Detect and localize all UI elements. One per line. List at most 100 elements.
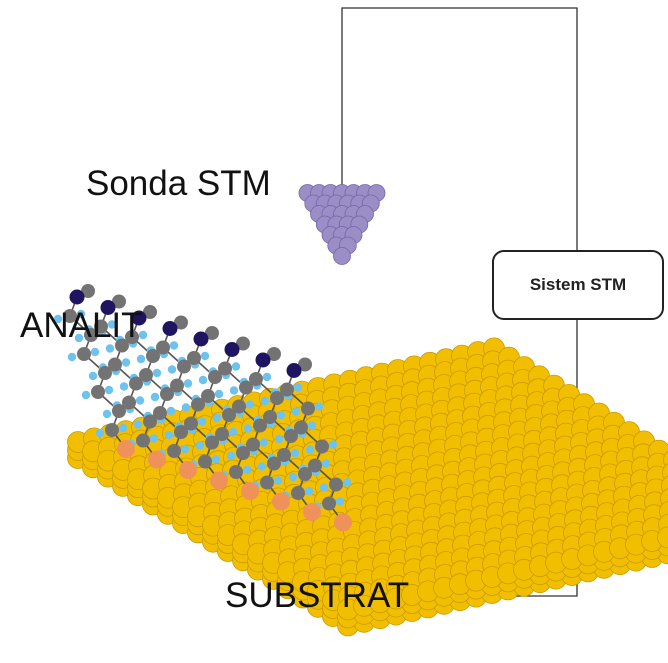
carbon-atom — [139, 368, 153, 382]
hydrogen-atom — [149, 434, 159, 443]
carbon-atom — [167, 444, 181, 458]
gold-atom — [657, 526, 668, 549]
hydrogen-atom — [243, 424, 253, 433]
stm-system-label: Sistem STM — [529, 275, 627, 294]
carbon-atom — [122, 395, 136, 410]
carbon-atom — [81, 284, 95, 298]
hydrogen-atom — [212, 413, 222, 423]
anchor-atom — [334, 513, 352, 532]
carbon-atom — [236, 446, 250, 460]
carbon-atom — [267, 347, 281, 361]
carbon-atom — [184, 416, 198, 431]
nitrogen-atom — [69, 289, 85, 305]
hydrogen-atom — [183, 379, 193, 388]
hydrogen-atom — [121, 358, 131, 367]
stm-probe-tip — [298, 184, 386, 265]
hydrogen-atom — [105, 344, 115, 353]
carbon-atom — [198, 454, 212, 469]
carbon-atom — [115, 338, 129, 353]
hydrogen-atom — [180, 444, 190, 454]
carbon-atom — [284, 429, 298, 443]
hydrogen-atom — [314, 402, 324, 411]
stm-system-box: Sistem STM — [492, 250, 664, 320]
hydrogen-atom — [81, 390, 91, 400]
carbon-atom — [315, 439, 329, 454]
hydrogen-atom — [226, 451, 236, 461]
anchor-atom — [241, 482, 259, 500]
carbon-atom — [280, 382, 294, 397]
carbon-atom — [322, 496, 336, 511]
hydrogen-atom — [291, 407, 301, 416]
carbon-atom — [246, 437, 260, 452]
hydrogen-atom — [273, 476, 283, 485]
hydrogen-atom — [74, 333, 84, 343]
carbon-atom — [218, 361, 232, 376]
nitrogen-atom — [255, 352, 271, 368]
hydrogen-atom — [197, 417, 207, 426]
hydrogen-atom — [229, 386, 239, 395]
nitrogen-atom — [162, 321, 178, 336]
hydrogen-atom — [342, 478, 352, 487]
carbon-atom — [108, 357, 122, 372]
carbon-atom — [98, 366, 112, 380]
hydrogen-atom — [290, 448, 300, 458]
hydrogen-atom — [274, 434, 284, 444]
hydrogen-atom — [102, 409, 112, 419]
carbon-atom — [170, 378, 184, 393]
carbon-atom — [105, 423, 119, 437]
hydrogen-atom — [242, 465, 252, 475]
carbon-atom — [146, 349, 160, 363]
anchor-atom — [272, 492, 290, 511]
carbon-atom — [143, 305, 157, 319]
anchor-atom — [210, 471, 228, 490]
analyte-label: ANALIT — [20, 306, 143, 345]
hydrogen-atom — [152, 368, 162, 378]
carbon-atom — [208, 370, 222, 384]
carbon-atom — [308, 458, 322, 473]
hydrogen-atom — [228, 427, 238, 437]
carbon-atom — [277, 448, 291, 462]
carbon-atom — [143, 414, 157, 429]
hydrogen-atom — [260, 396, 270, 406]
carbon-atom — [191, 397, 205, 412]
hydrogen-atom — [88, 371, 98, 381]
hydrogen-atom — [67, 352, 77, 362]
hydrogen-atom — [335, 497, 345, 506]
carbon-atom — [236, 336, 250, 351]
hydrogen-atom — [231, 362, 241, 371]
carbon-atom — [174, 425, 188, 439]
anchor-atom — [117, 440, 135, 458]
carbon-atom — [301, 401, 315, 416]
hydrogen-atom — [133, 420, 143, 429]
carbon-atom — [291, 486, 305, 500]
hydrogen-atom — [118, 423, 128, 433]
hydrogen-atom — [328, 440, 338, 449]
hydrogen-atom — [214, 389, 224, 399]
carbon-atom — [260, 475, 274, 490]
carbon-atom — [112, 404, 126, 418]
hydrogen-atom — [276, 410, 286, 420]
carbon-atom — [294, 420, 308, 435]
carbon-atom — [156, 340, 170, 355]
nitrogen-atom — [193, 331, 209, 347]
hydrogen-atom — [136, 354, 146, 364]
hydrogen-atom — [305, 445, 315, 454]
nitrogen-atom — [224, 342, 240, 357]
carbon-atom — [112, 294, 126, 309]
carbon-atom — [91, 385, 105, 399]
hydrogen-atom — [53, 314, 63, 324]
hydrogen-atom — [164, 430, 174, 440]
hydrogen-atom — [181, 403, 191, 412]
carbon-atom — [84, 328, 98, 342]
carbon-atom — [263, 410, 277, 424]
carbon-atom — [232, 399, 246, 414]
carbon-atom — [136, 433, 150, 448]
carbon-atom — [63, 309, 77, 323]
carbon-atom — [229, 465, 243, 479]
nitrogen-atom — [131, 310, 147, 326]
carbon-atom — [249, 372, 263, 386]
hydrogen-atom — [169, 341, 179, 350]
hydrogen-atom — [95, 428, 105, 438]
nitrogen-atom — [100, 300, 116, 315]
carbon-atom — [201, 389, 215, 403]
